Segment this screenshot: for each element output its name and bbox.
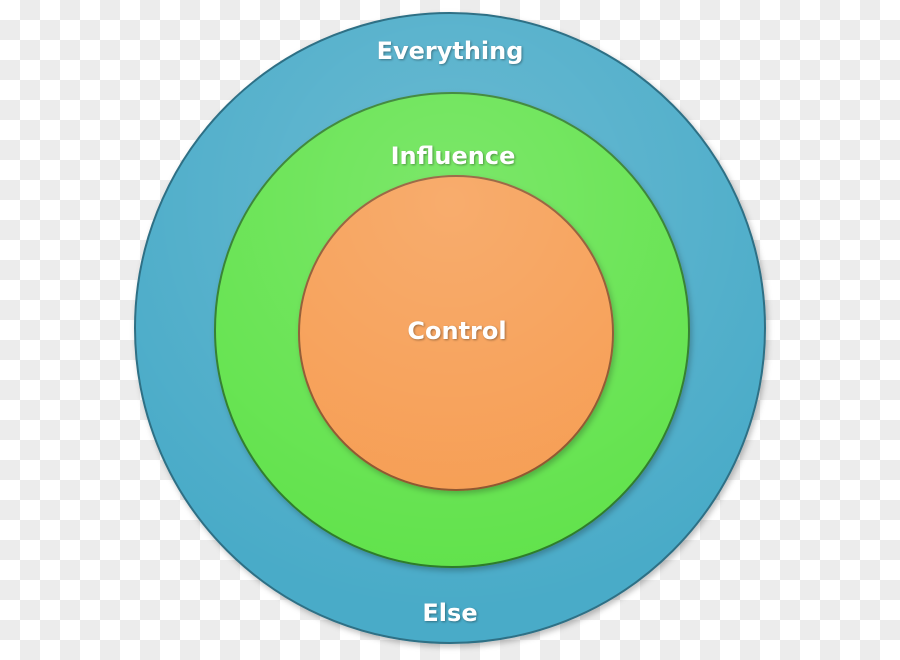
everything-label: Everything bbox=[376, 37, 524, 65]
else-label: Else bbox=[422, 599, 478, 627]
gloss-overlay bbox=[136, 14, 764, 642]
influence-label: Influence bbox=[390, 142, 516, 170]
control-label: Control bbox=[407, 317, 507, 345]
